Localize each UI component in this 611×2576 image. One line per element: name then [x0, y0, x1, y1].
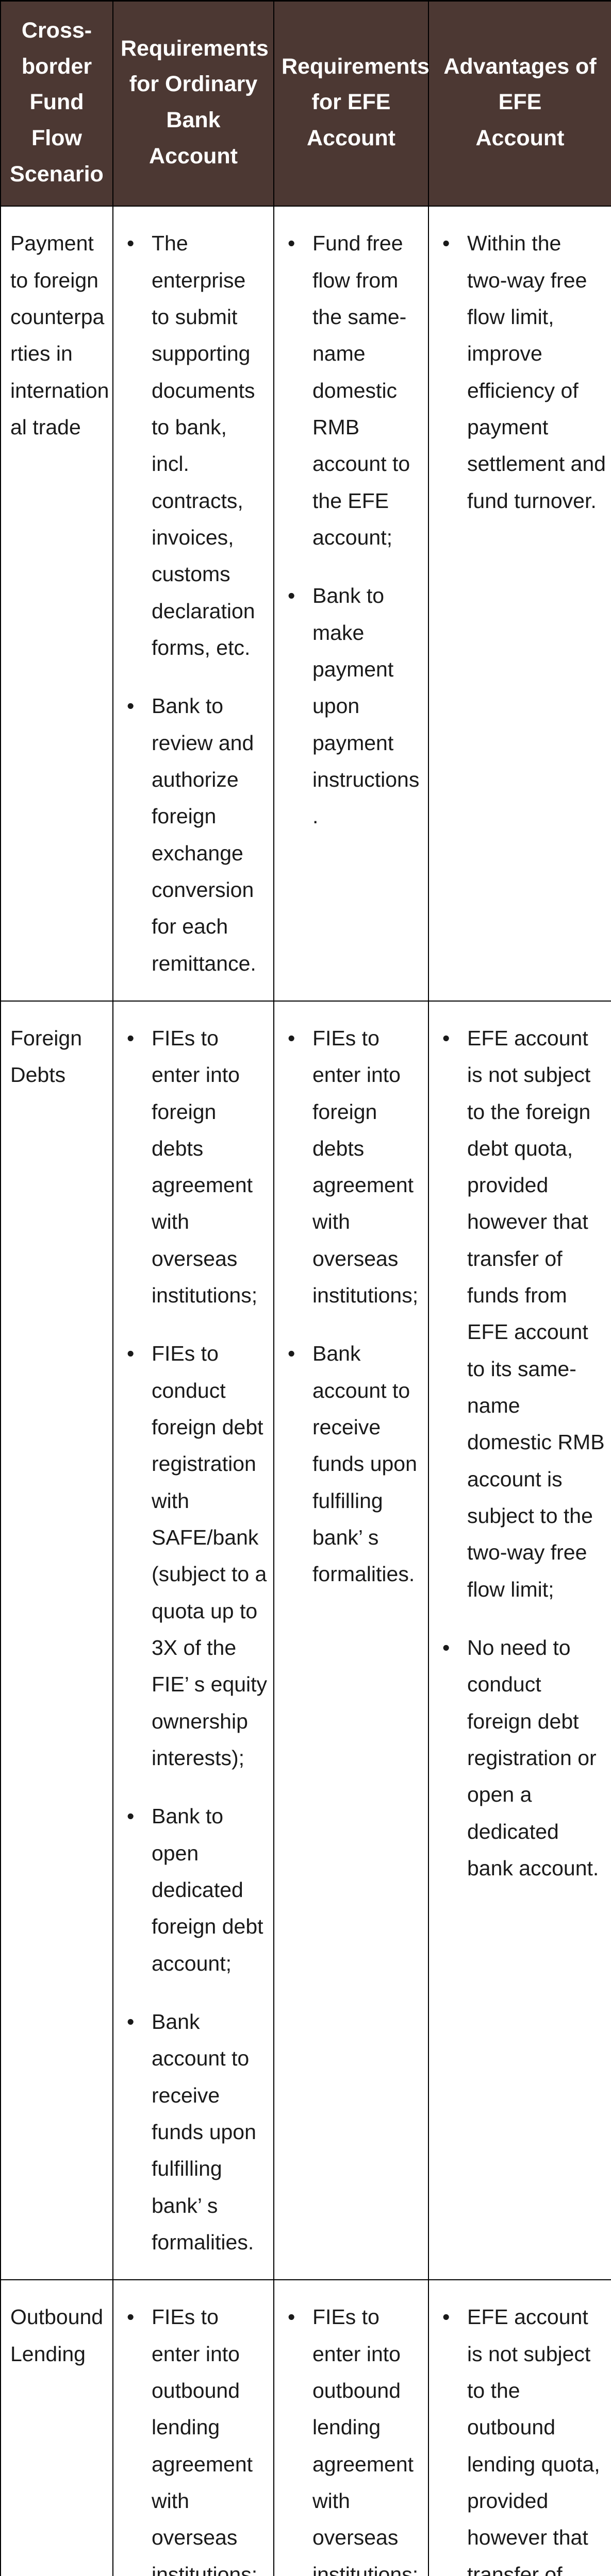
list-item: EFE account is not subject to the foreig… — [435, 1020, 606, 1608]
bullet-list: FIEs to enter into outbound lending agre… — [120, 2299, 268, 2576]
table-body: Payment to foreign counterparties in int… — [0, 206, 611, 2576]
list-item: Fund free flow from the same-name domest… — [280, 225, 423, 556]
list-item: FIEs to enter into outbound lending agre… — [120, 2299, 268, 2576]
list-item: FIEs to enter into foreign debts agreeme… — [280, 1020, 423, 1314]
header-line: border — [21, 54, 92, 79]
header-line: Requirements — [121, 36, 269, 61]
list-item: FIEs to enter into outbound lending agre… — [280, 2299, 423, 2576]
list-item: Bank to review and authorize foreign exc… — [120, 688, 268, 982]
header-line: Scenario — [10, 161, 104, 187]
cell-efe-advantages: Within the two-way free flow limit, impr… — [428, 206, 611, 1002]
header-line: Fund Flow — [29, 90, 84, 150]
list-item: Bank account to receive funds upon fulfi… — [120, 2004, 268, 2261]
table-row: Payment to foreign counterparties in int… — [0, 206, 611, 1002]
list-item: Bank account to receive funds upon fulfi… — [280, 1335, 423, 1592]
list-item: No need to conduct foreign debt registra… — [435, 1630, 606, 1887]
bullet-list: FIEs to enter into foreign debts agreeme… — [280, 1020, 423, 1593]
list-item: Bank to make payment upon payment instru… — [280, 578, 423, 835]
header-line: Advantages of EFE — [443, 54, 597, 115]
header-line: Requirements — [282, 54, 430, 79]
bullet-list: EFE account is not subject to the outbou… — [435, 2299, 606, 2576]
list-item: Within the two-way free flow limit, impr… — [435, 225, 606, 519]
cell-ordinary-requirements: The enterprise to submit supporting docu… — [112, 206, 274, 1002]
bullet-list: Within the two-way free flow limit, impr… — [435, 225, 606, 519]
cell-efe-requirements: Fund free flow from the same-name domest… — [273, 206, 429, 1002]
table-header: Cross- border Fund Flow Scenario Require… — [0, 0, 611, 207]
table-row: Outbound Lending FIEs to enter into outb… — [0, 2279, 611, 2576]
list-item: FIEs to enter into foreign debts agreeme… — [120, 1020, 268, 1314]
header-line: Cross- — [21, 18, 92, 43]
bullet-list: Fund free flow from the same-name domest… — [280, 225, 423, 835]
header-line: for Ordinary — [129, 72, 258, 97]
bullet-list: EFE account is not subject to the foreig… — [435, 1020, 606, 1887]
cell-scenario: Foreign Debts — [0, 1000, 113, 2281]
header-row: Cross- border Fund Flow Scenario Require… — [0, 0, 611, 207]
cell-efe-advantages: EFE account is not subject to the foreig… — [428, 1000, 611, 2281]
cell-ordinary-requirements: FIEs to enter into outbound lending agre… — [112, 2279, 274, 2576]
column-header-scenario: Cross- border Fund Flow Scenario — [0, 0, 113, 207]
header-line: Account — [475, 125, 565, 150]
cell-scenario: Outbound Lending — [0, 2279, 113, 2576]
column-header-ordinary-bank-account: Requirements for Ordinary Bank Account — [112, 0, 274, 207]
cell-efe-requirements: FIEs to enter into foreign debts agreeme… — [273, 1000, 429, 2281]
list-item: The enterprise to submit supporting docu… — [120, 225, 268, 666]
column-header-efe-account: Requirements for EFE Account — [273, 0, 430, 207]
header-line: for EFE Account — [307, 90, 395, 150]
list-item: Bank to open dedicated foreign debt acco… — [120, 1798, 268, 1982]
bullet-list: FIEs to enter into outbound lending agre… — [280, 2299, 423, 2576]
list-item: EFE account is not subject to the outbou… — [435, 2299, 606, 2576]
list-item: FIEs to conduct foreign debt registratio… — [120, 1335, 268, 1776]
header-line: Bank Account — [149, 108, 238, 168]
bullet-list: FIEs to enter into foreign debts agreeme… — [120, 1020, 268, 2261]
cell-efe-advantages: EFE account is not subject to the outbou… — [428, 2279, 611, 2576]
column-header-advantages: Advantages of EFE Account — [428, 0, 611, 207]
table-row: Foreign Debts FIEs to enter into foreign… — [0, 1000, 611, 2281]
cell-scenario: Payment to foreign counterparties in int… — [0, 206, 113, 1002]
cell-ordinary-requirements: FIEs to enter into foreign debts agreeme… — [112, 1000, 274, 2281]
bullet-list: The enterprise to submit supporting docu… — [120, 225, 268, 982]
cell-efe-requirements: FIEs to enter into outbound lending agre… — [273, 2279, 429, 2576]
